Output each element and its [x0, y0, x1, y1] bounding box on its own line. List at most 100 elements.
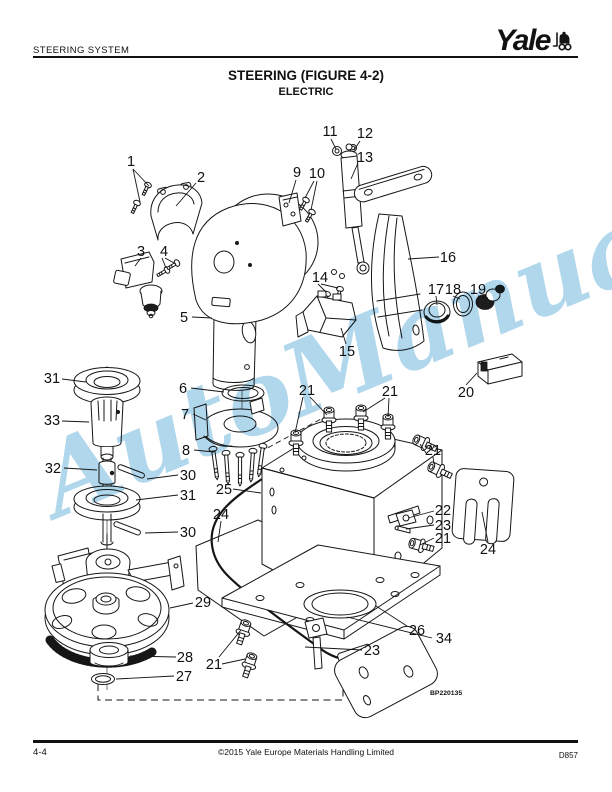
part-22-washer-plate — [395, 509, 417, 527]
leader-line — [61, 420, 90, 423]
part-17-bushing — [423, 300, 451, 324]
leader-line — [221, 658, 246, 665]
part-callout-22: 22 — [435, 503, 451, 519]
part-2-clamp — [150, 182, 203, 241]
leader-line — [304, 180, 315, 199]
part-callout-23: 23 — [364, 643, 380, 659]
footer-page-number: 4-4 — [33, 747, 47, 758]
part-callout-31: 31 — [44, 371, 60, 387]
leader-line — [115, 675, 175, 680]
leader-line — [407, 510, 435, 519]
leader-line — [419, 443, 427, 454]
footer-rule — [33, 740, 578, 743]
header-rule — [33, 56, 578, 58]
part-31-bearing-ring-upper — [73, 367, 141, 404]
leader-line — [435, 295, 438, 306]
leader-line — [146, 474, 179, 480]
leader-line — [419, 537, 435, 546]
part-callout-33: 33 — [44, 413, 60, 429]
part-callout-21: 21 — [382, 384, 398, 400]
part-callout-34: 34 — [436, 631, 452, 647]
leader-line — [304, 646, 363, 651]
leader-line — [317, 283, 327, 293]
leader-line — [144, 531, 179, 534]
leader-line — [288, 179, 297, 204]
leader-line — [135, 494, 179, 501]
part-callout-5: 5 — [180, 310, 188, 326]
part-6-o-ring — [221, 384, 265, 402]
brand-logo: Yale — [495, 24, 576, 57]
part-callout-24: 24 — [480, 542, 496, 558]
part-3-sensor-bracket — [113, 251, 163, 319]
part-callout-3: 3 — [137, 244, 145, 260]
part-19-plug — [475, 284, 505, 310]
part-callout-1: 1 — [127, 154, 135, 170]
leader-line — [164, 257, 177, 265]
part-callout-6: 6 — [179, 381, 187, 397]
leader-line — [191, 316, 213, 319]
leader-line — [169, 602, 194, 609]
leader-line — [217, 520, 222, 543]
part-callout-20: 20 — [458, 385, 474, 401]
part-callout-29: 29 — [195, 595, 211, 611]
leader-line — [387, 397, 390, 418]
leader-line — [350, 162, 359, 180]
part-callout-25: 25 — [216, 482, 232, 498]
leader-line — [346, 616, 433, 639]
brand-wordmark: Yale — [495, 24, 551, 57]
footer-copyright: ©2015 Yale Europe Materials Handling Lim… — [217, 747, 395, 757]
part-29-gear-wheel — [44, 572, 170, 668]
drawing-code: BP220135 — [430, 690, 462, 697]
part-callout-4: 4 — [160, 244, 168, 260]
part-callout-21: 21 — [206, 657, 222, 673]
part-27-o-ring — [91, 673, 115, 685]
part-20-spacer-block — [477, 353, 523, 385]
diagram-linework — [44, 143, 523, 719]
leader-line — [132, 168, 141, 203]
part-callout-18: 18 — [445, 282, 461, 298]
part-callout-2: 2 — [197, 170, 205, 186]
part-callout-21: 21 — [299, 383, 315, 399]
leader-line — [129, 655, 177, 658]
leader-line — [161, 257, 167, 269]
leader-line — [61, 378, 87, 383]
part-callout-23: 23 — [435, 518, 451, 534]
leader-line — [405, 524, 435, 530]
part-callout-16: 16 — [440, 250, 456, 266]
part-callout-30: 30 — [180, 468, 196, 484]
part-callout-14: 14 — [312, 270, 328, 286]
part-13-gas-spring — [331, 143, 370, 279]
figure-title: STEERING (FIGURE 4-2) — [227, 68, 384, 83]
leader-line — [481, 511, 489, 543]
leader-line — [477, 295, 489, 299]
leader-line — [310, 180, 318, 211]
leader-line — [134, 257, 142, 267]
part-callout-32: 32 — [45, 461, 61, 477]
leader-line — [190, 387, 225, 393]
part-callout-21: 21 — [435, 531, 451, 547]
part-11-eyelet — [332, 146, 342, 156]
leader-line — [192, 413, 207, 421]
part-callout-7: 7 — [181, 407, 189, 423]
header-section-title: STEERING SYSTEM — [33, 45, 130, 56]
part-callout-28: 28 — [177, 650, 193, 666]
leader-line — [465, 372, 478, 386]
part-33-coupling — [90, 396, 124, 461]
leader-line — [232, 488, 262, 494]
part-31-bearing-ring-lower — [73, 485, 141, 521]
leader-line — [132, 168, 150, 187]
part-24-slotted-plate — [451, 468, 515, 545]
leader-line — [309, 396, 328, 416]
part-callout-17: 17 — [428, 282, 444, 298]
part-callout-19: 19 — [470, 282, 486, 298]
part-callout-10: 10 — [309, 166, 325, 182]
leader-line — [340, 327, 347, 345]
part-callout-30: 30 — [180, 525, 196, 541]
forklift-icon — [552, 31, 572, 51]
leader-line — [432, 456, 435, 465]
leader-line — [175, 182, 197, 207]
footer-doc-code: D857 — [558, 751, 578, 760]
leader-line — [353, 140, 361, 151]
part-callout-31: 31 — [180, 488, 196, 504]
